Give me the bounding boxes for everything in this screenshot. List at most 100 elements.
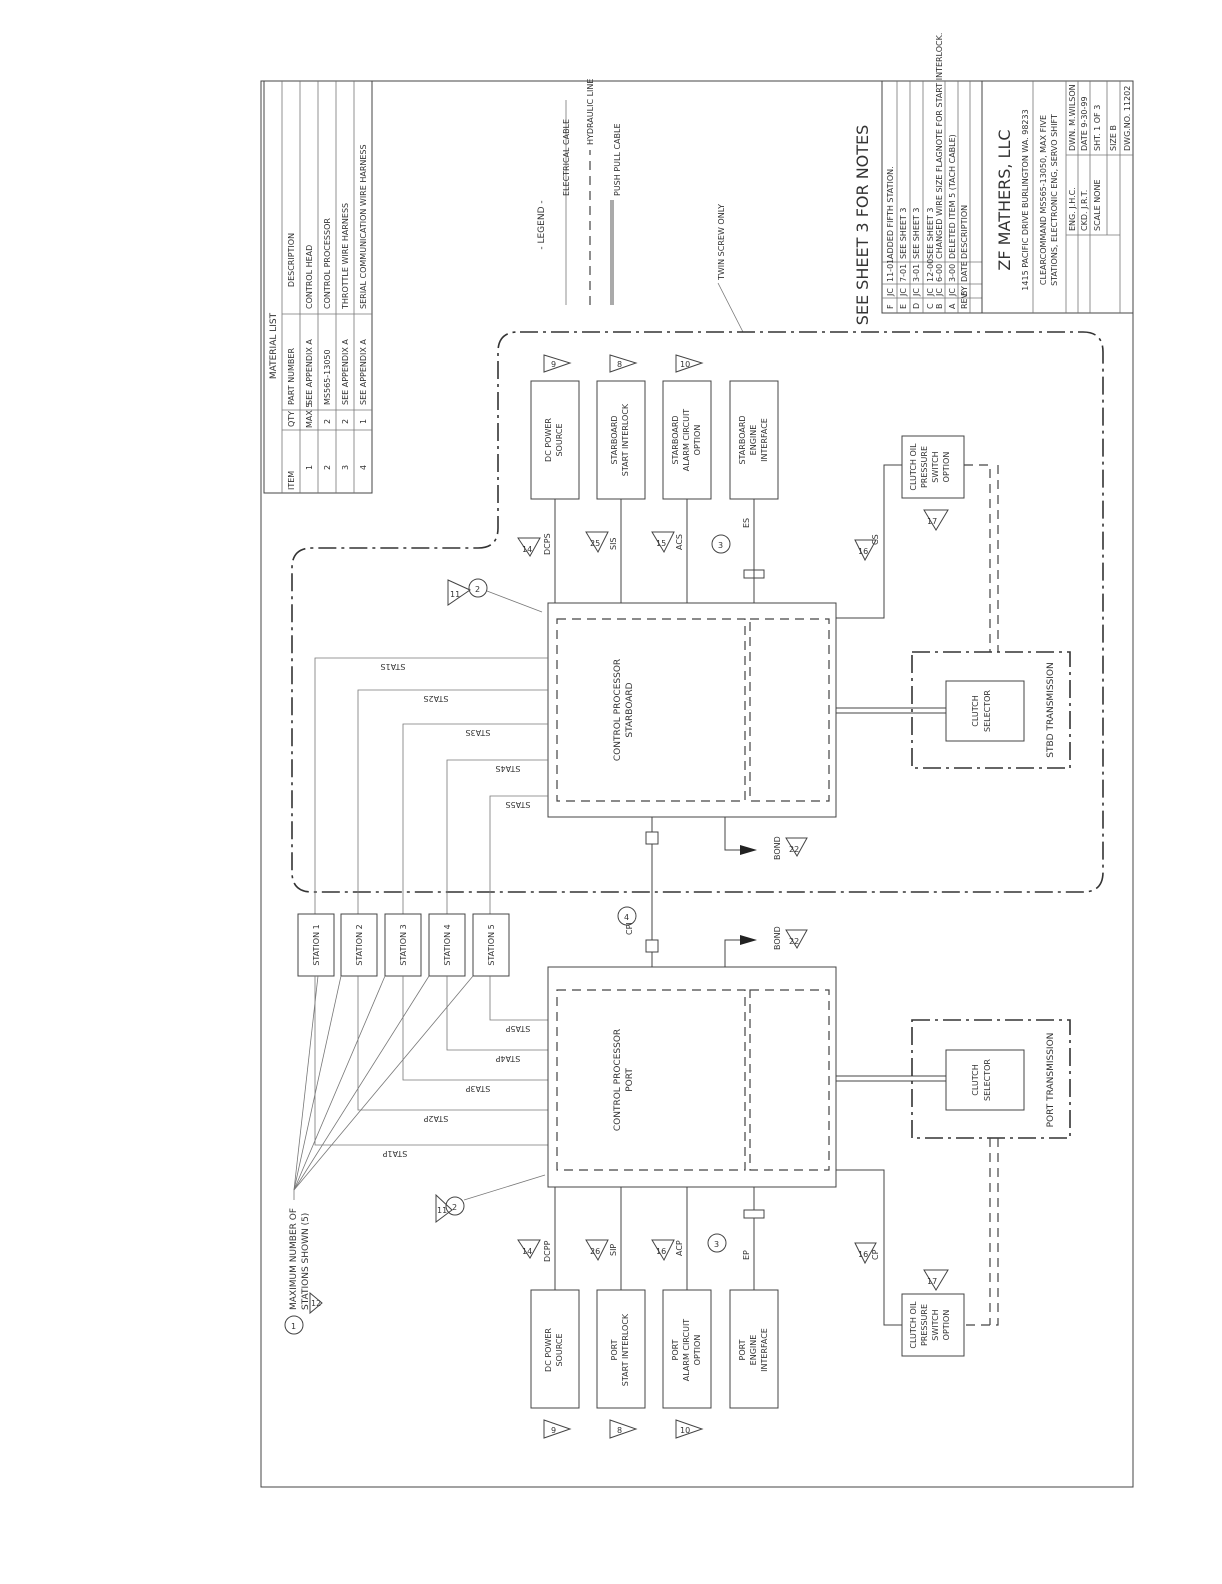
port-clutch-selector-l2: SELECTOR <box>983 1059 992 1101</box>
port-wire-sta5: STA5P <box>505 1024 530 1033</box>
rev-B-by: JC <box>935 288 944 297</box>
port-cable-cp: CP <box>871 1249 880 1260</box>
tb-ckd: CKD. J.R.T. <box>1080 190 1089 231</box>
stbd-callout-2: 2 <box>475 585 480 594</box>
port-clutch-oil-l4: OPTION <box>942 1310 951 1341</box>
tb-scale: SCALE NONE <box>1093 179 1102 231</box>
stbd-processor-l1: CONTROL PROCESSOR <box>613 659 623 761</box>
rev-E-rev: E <box>899 304 908 309</box>
ml-header-desc: DESCRIPTION <box>287 233 296 287</box>
port-cable-dcpp: DCPP <box>543 1240 552 1262</box>
legend-hydraulic: HYDRAULIC LINE <box>586 79 595 145</box>
rev-A-rev: A <box>948 303 957 309</box>
stbd-clutch-oil-l4: OPTION <box>942 452 951 483</box>
revision-table: F JC 11-01 ADDED FIFTH STATION. E JC 7-0… <box>881 33 983 314</box>
station-3-label: STATION 3 <box>399 924 408 965</box>
ml-row2-part: MS565-13050 <box>323 349 332 405</box>
port-dc-power-box <box>530 1289 580 1409</box>
station-2-box <box>340 913 378 977</box>
port-dc-power-l2: SOURCE <box>555 1333 564 1366</box>
stbd-flag-15: 15 <box>656 539 666 548</box>
material-list-title: MATERIAL LIST <box>269 312 279 379</box>
port-bond-label: BOND <box>773 926 782 950</box>
stbd-start-interlock-box <box>596 380 646 500</box>
rev-header-desc: DESCRIPTION <box>960 205 969 259</box>
stbd-clutch-selector-l2: SELECTOR <box>983 690 992 732</box>
stbd-flag-9: 9 <box>551 360 556 369</box>
rev-E-date: 7-01 <box>899 264 908 282</box>
port-alarm-l1: PORT <box>671 1339 680 1360</box>
port-clutch-selector-l1: CLUTCH <box>971 1064 980 1096</box>
rev-E-by: JC <box>899 288 908 297</box>
port-clutch-oil-l2: PRESSURE <box>920 1304 929 1346</box>
port-cable-sip: SIP <box>609 1244 618 1256</box>
drawing-title-2: STATIONS, ELECTRONIC ENG, SERVO SHIFT <box>1050 114 1059 286</box>
rev-C-by: JC <box>926 288 935 297</box>
stbd-engine-l1: STARBOARD <box>738 415 747 464</box>
stbd-start-l2: START INTERLOCK <box>621 403 630 476</box>
port-start-l1: PORT <box>610 1339 619 1360</box>
rev-D-date: 3-01 <box>912 264 921 282</box>
ml-row1-qty: MAX 5 <box>305 403 314 429</box>
company-address: 1415 PACIFIC DRIVE BURLINGTON WA. 98233 <box>1021 109 1030 290</box>
port-processor-l2: PORT <box>625 1068 635 1092</box>
stbd-engine-l3: INTERFACE <box>760 418 769 462</box>
twin-screw-boundary <box>291 331 1104 893</box>
port-flag-14: 14 <box>522 1247 532 1256</box>
stbd-wire-sta4: STA4S <box>496 764 521 773</box>
port-wire-sta3: STA3P <box>465 1084 490 1093</box>
stbd-wire-sta1: STA1S <box>381 662 406 671</box>
rev-A-date: 3-00 <box>948 264 957 282</box>
legend-title: - LEGEND - <box>537 200 547 249</box>
note-flag-12: 12 <box>311 1299 321 1308</box>
port-flag-10: 10 <box>680 1426 690 1435</box>
tb-size: SIZE B <box>1109 125 1118 151</box>
see-notes: SEE SHEET 3 FOR NOTES <box>853 125 872 326</box>
max-stations-l1: MAXIMUM NUMBER OF <box>289 1208 299 1310</box>
port-cable-ep: EP <box>742 1250 751 1260</box>
stbd-flag-16: 16 <box>858 547 868 556</box>
port-cable-acp: ACP <box>675 1240 684 1256</box>
rev-A-desc: DELETED ITEM 5 (TACH CABLE) <box>948 134 957 259</box>
ml-row4-desc: SERIAL COMMUNICATION WIRE HARNESS <box>359 144 368 309</box>
stbd-cable-es: ES <box>742 518 751 528</box>
station-2-label: STATION 2 <box>355 924 364 965</box>
stbd-clutch-selector-l1: CLUTCH <box>971 695 980 727</box>
stbd-cable-acs: ACS <box>675 534 684 550</box>
stbd-flag-8: 8 <box>617 360 622 369</box>
ml-row4-part: SEE APPENDIX A <box>359 339 368 405</box>
port-section: STA1P STA2P STA3P STA4P STA5P BOND 22 CO… <box>314 926 1071 1439</box>
port-flag-26: 26 <box>590 1247 600 1256</box>
port-flag-22: 22 <box>789 937 799 946</box>
title-block: ZF MATHERS, LLC 1415 PACIFIC DRIVE BURLI… <box>981 80 1134 314</box>
tb-dwg-no: DWG.NO. 11202 <box>1123 86 1132 151</box>
max-stations-l2: STATIONS SHOWN (5) <box>301 1213 311 1310</box>
stbd-flag-22: 22 <box>789 845 799 854</box>
port-start-interlock-box <box>596 1289 646 1409</box>
port-callout-2: 2 <box>452 1203 457 1212</box>
port-wire-sta2: STA2P <box>423 1114 448 1123</box>
rev-A-by: JC <box>948 288 957 297</box>
port-flag-11: 11 <box>437 1206 447 1215</box>
stbd-alarm-l2: ALARM CIRCUIT <box>682 409 691 471</box>
stbd-dc-power-l2: SOURCE <box>555 423 564 456</box>
port-engine-l1: PORT <box>738 1339 747 1360</box>
legend: - LEGEND - ELECTRICAL CABLE HYDRAULIC LI… <box>537 79 622 305</box>
port-alarm-l2: ALARM CIRCUIT <box>682 1319 691 1381</box>
stbd-wire-sta5: STA5S <box>506 800 531 809</box>
stbd-dc-power-box <box>530 380 580 500</box>
station-4-label: STATION 4 <box>443 924 452 965</box>
stbd-cable-sis: SIS <box>609 537 618 550</box>
note-callout-1: 1 <box>291 1322 296 1331</box>
ml-row2-desc: CONTROL PROCESSOR <box>323 218 332 309</box>
rev-B-date: 6-00 <box>935 264 944 282</box>
drawing-title-1: CLEARCOMMAND MS565-13050, MAX FIVE <box>1039 115 1048 285</box>
port-wire-sta4: STA4P <box>495 1054 520 1063</box>
port-flag-16: 16 <box>858 1250 868 1259</box>
legend-push-pull: PUSH PULL CABLE <box>613 123 622 196</box>
port-clutch-oil-box <box>901 1293 965 1357</box>
stations: STATION 1 STATION 2 STATION 3 STATION 4 … <box>297 913 510 977</box>
port-dc-power-l1: DC POWER <box>544 1328 553 1372</box>
ml-header-item: ITEM <box>287 471 296 490</box>
